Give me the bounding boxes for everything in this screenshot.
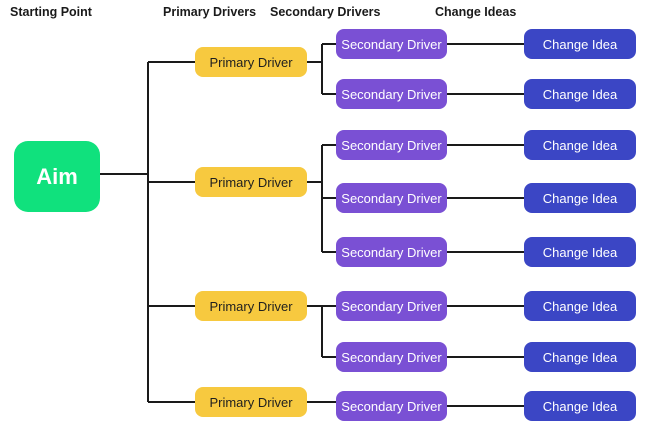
secondary-driver-node-6: Secondary Driver (336, 291, 447, 321)
primary-driver-node-4: Primary Driver (195, 387, 307, 417)
secondary-driver-node-3: Secondary Driver (336, 130, 447, 160)
change-idea-node-8: Change Idea (524, 391, 636, 421)
change-idea-node-5: Change Idea (524, 237, 636, 267)
primary-driver-node-2: Primary Driver (195, 167, 307, 197)
secondary-driver-node-5: Secondary Driver (336, 237, 447, 267)
header-change-ideas: Change Ideas (435, 5, 517, 19)
secondary-driver-node-1: Secondary Driver (336, 29, 447, 59)
header-primary-drivers: Primary Drivers (163, 5, 257, 19)
change-idea-node-4: Change Idea (524, 183, 636, 213)
change-idea-node-1: Change Idea (524, 29, 636, 59)
header-starting-point: Starting Point (10, 5, 92, 19)
secondary-driver-node-4: Secondary Driver (336, 183, 447, 213)
secondary-driver-node-8: Secondary Driver (336, 391, 447, 421)
header-secondary-drivers: Secondary Drivers (270, 5, 381, 19)
secondary-driver-node-2: Secondary Driver (336, 79, 447, 109)
aim-node: Aim (14, 141, 100, 212)
primary-driver-node-1: Primary Driver (195, 47, 307, 77)
change-idea-node-2: Change Idea (524, 79, 636, 109)
primary-driver-node-3: Primary Driver (195, 291, 307, 321)
change-idea-node-3: Change Idea (524, 130, 636, 160)
secondary-driver-node-7: Secondary Driver (336, 342, 447, 372)
change-idea-node-6: Change Idea (524, 291, 636, 321)
change-idea-node-7: Change Idea (524, 342, 636, 372)
